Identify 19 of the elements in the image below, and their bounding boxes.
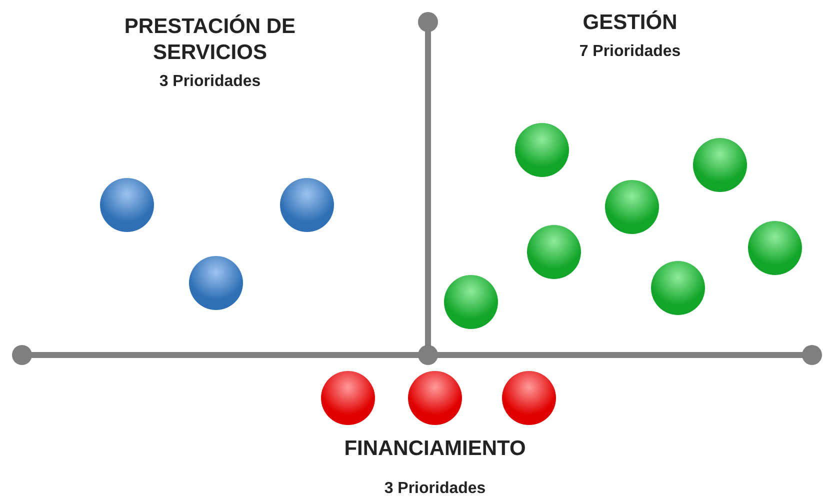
circle-marker <box>651 261 705 315</box>
subheading: 7 Prioridades <box>578 42 682 62</box>
heading: PRESTACIÓN DE SERVICIOS <box>123 14 297 66</box>
heading: GESTIÓN <box>582 10 678 36</box>
circle-marker <box>444 275 498 329</box>
circle-marker <box>321 371 375 425</box>
circle-marker <box>693 138 747 192</box>
circle-marker <box>515 123 569 177</box>
heading: FINANCIAMIENTO <box>343 436 527 462</box>
circle-marker <box>280 178 334 232</box>
subheading: 3 Prioridades <box>383 479 487 499</box>
circle-marker <box>748 221 802 275</box>
circle-marker <box>408 371 462 425</box>
circle-marker <box>502 371 556 425</box>
subheading: 3 Prioridades <box>158 72 262 92</box>
circle-marker <box>527 225 581 279</box>
circle-marker <box>605 180 659 234</box>
circle-marker <box>100 178 154 232</box>
circle-marker <box>189 256 243 310</box>
